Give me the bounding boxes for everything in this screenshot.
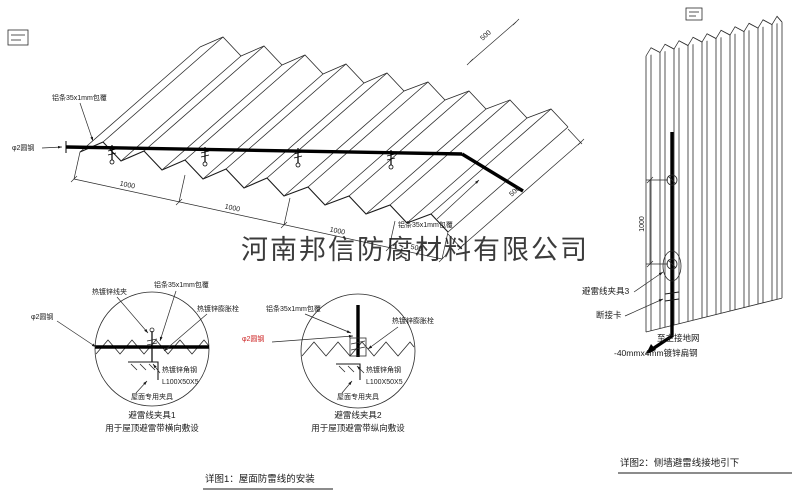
d1-label-round-steel: φ2圆钢 <box>31 312 53 321</box>
d2-label-roof-clamp: 屋面专用夹具 <box>337 392 379 401</box>
d2-title: 避雷线夹具2 <box>334 410 382 420</box>
d2-subtitle: 用于屋顶避雷带纵向敷设 <box>311 423 405 433</box>
roof-dimension-top: 500 <box>466 18 520 66</box>
d2-label-alu-strip: 铝条35x1mm包覆 <box>266 304 321 313</box>
down-conductor-wire <box>647 132 674 354</box>
wall-corrugation <box>645 15 783 333</box>
roof-front-corrugation <box>79 141 449 233</box>
caption-fig1: 详图1：屋面防雷线的安装 <box>205 473 315 485</box>
d2-label-round-steel: φ2圆钢 <box>242 334 264 343</box>
label-alu-strip-right: 铝条35x1mm包覆 <box>398 220 453 229</box>
detail-circle-2: 铝条35x1mm包覆 热镀锌膨胀栓 φ2圆钢 热镀锌角钢 L100X50X5 屋… <box>242 293 434 433</box>
dim-500-top: 500 <box>479 29 492 42</box>
d1-label-expansion-bolt: 热镀锌膨胀栓 <box>197 304 239 313</box>
label-round-steel: φ2圆钢 <box>12 143 34 152</box>
leader-line <box>436 179 480 220</box>
lightning-wire <box>65 141 524 193</box>
d2-label-angle-spec: L100X50X5 <box>366 379 403 386</box>
dim-500-1: 500 <box>410 244 423 253</box>
wall-detail: 1000 避雷线夹具3 断接卡 至主接地网 -40mmx4mm镀锌扁钢 <box>582 15 783 358</box>
dim-1000-1: 1000 <box>119 180 136 190</box>
d1-label-roof-clamp: 屋面专用夹具 <box>131 392 173 401</box>
d1-label-alu-strip: 铝条35x1mm包覆 <box>154 280 209 289</box>
clamp-highlight-ellipse <box>662 250 682 282</box>
leader-line <box>79 102 94 142</box>
captions: 详图1：屋面防雷线的安装 详图2：侧墙避雷线接地引下 <box>203 457 792 490</box>
roof-back-corrugation <box>199 36 569 128</box>
label-clamp3: 避雷线夹具3 <box>582 286 630 296</box>
watermark-text: 河南邦信防腐材料有限公司 <box>241 235 589 265</box>
roof-ridge-lines <box>79 36 569 233</box>
wall-dimension: 1000 <box>639 176 668 268</box>
wall-dim-1000: 1000 <box>639 216 646 232</box>
d1-title: 避雷线夹具1 <box>128 410 176 420</box>
roof-isometric: 1000 1000 1000 500 500 500 铝条35x1mm包覆 φ2… <box>12 18 585 263</box>
detail-circle-1: 热镀锌线夹 铝条35x1mm包覆 热镀锌膨胀栓 φ2圆钢 热镀锌角钢 L100X… <box>31 280 239 433</box>
roof-dimension-chain: 1000 1000 1000 500 <box>70 151 449 263</box>
label-disconnect-card: 断接卡 <box>596 310 622 320</box>
ground-arrowhead <box>646 344 656 354</box>
label-alu-strip-top: 铝条35x1mm包覆 <box>52 93 107 102</box>
corner-marker-box-left <box>7 29 29 46</box>
leader-line <box>41 145 63 149</box>
caption-fig2: 详图2：侧墙避雷线接地引下 <box>620 457 739 469</box>
corner-marker-box-right <box>685 7 703 21</box>
d2-label-expansion-bolt: 热镀锌膨胀栓 <box>392 316 434 325</box>
dim-1000-3: 1000 <box>329 226 346 236</box>
disconnect-card-symbol <box>664 291 680 302</box>
d1-label-angle-spec: L100X50X5 <box>162 379 199 386</box>
label-flat-steel: -40mmx4mm镀锌扁钢 <box>614 348 698 358</box>
d2-label-angle-steel: 热镀锌角钢 <box>366 365 401 374</box>
d1-label-wire-clip: 热镀锌线夹 <box>92 287 127 296</box>
label-to-ground: 至主接地网 <box>657 333 700 343</box>
d1-subtitle: 用于屋顶避雷带横向敷设 <box>105 423 199 433</box>
dim-1000-2: 1000 <box>224 203 241 213</box>
d1-label-angle-steel: 热镀锌角钢 <box>162 365 197 374</box>
